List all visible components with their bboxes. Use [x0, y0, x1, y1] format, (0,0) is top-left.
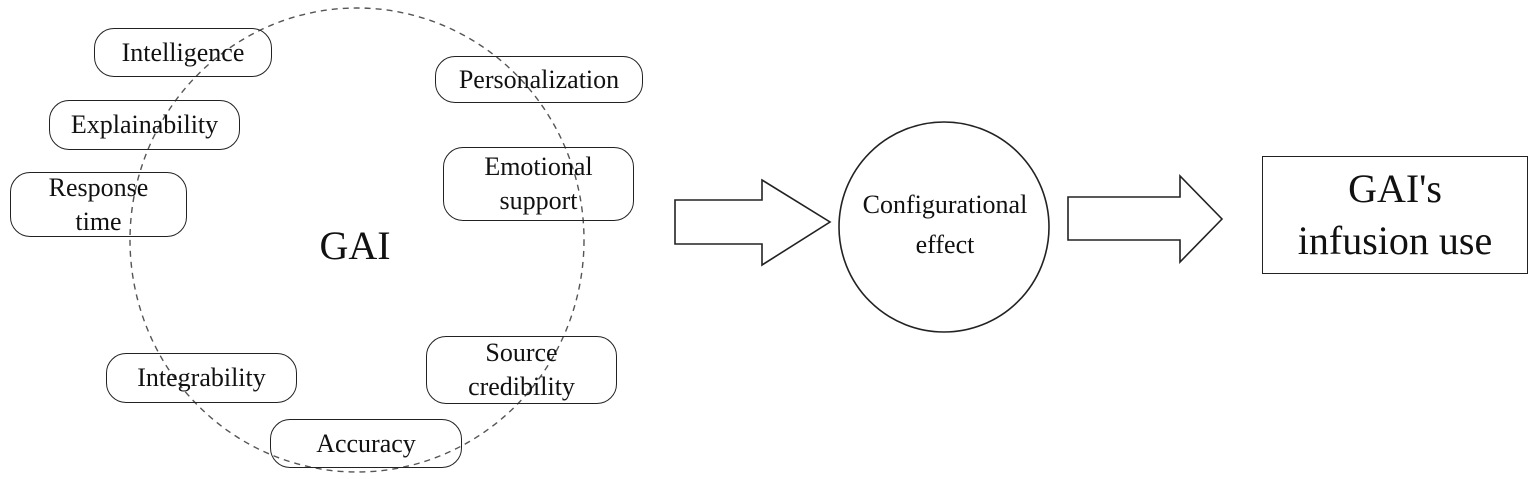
- gai-center-label: GAI: [319, 222, 391, 268]
- configurational-effect-label: Configurational effect: [862, 190, 1028, 259]
- factor-accuracy: Accuracy: [270, 419, 462, 468]
- factor-response-time: Response time: [10, 172, 187, 237]
- configurational-effect-circle: [838, 121, 1050, 333]
- gai-cluster-circle: [129, 7, 585, 473]
- factor-explainability: Explainability: [49, 100, 240, 150]
- arrow-to-infusion-use: [1067, 174, 1224, 264]
- outcome-box-infusion-use: GAI's infusion use: [1262, 156, 1528, 274]
- factor-personalization: Personalization: [435, 56, 643, 103]
- factor-source-credibility: Source credibility: [426, 336, 617, 404]
- factor-integrability: Integrability: [106, 353, 297, 403]
- arrow-to-configurational-effect: [674, 178, 832, 267]
- factor-intelligence: Intelligence: [94, 28, 272, 77]
- factor-emotional-support: Emotional support: [443, 147, 634, 221]
